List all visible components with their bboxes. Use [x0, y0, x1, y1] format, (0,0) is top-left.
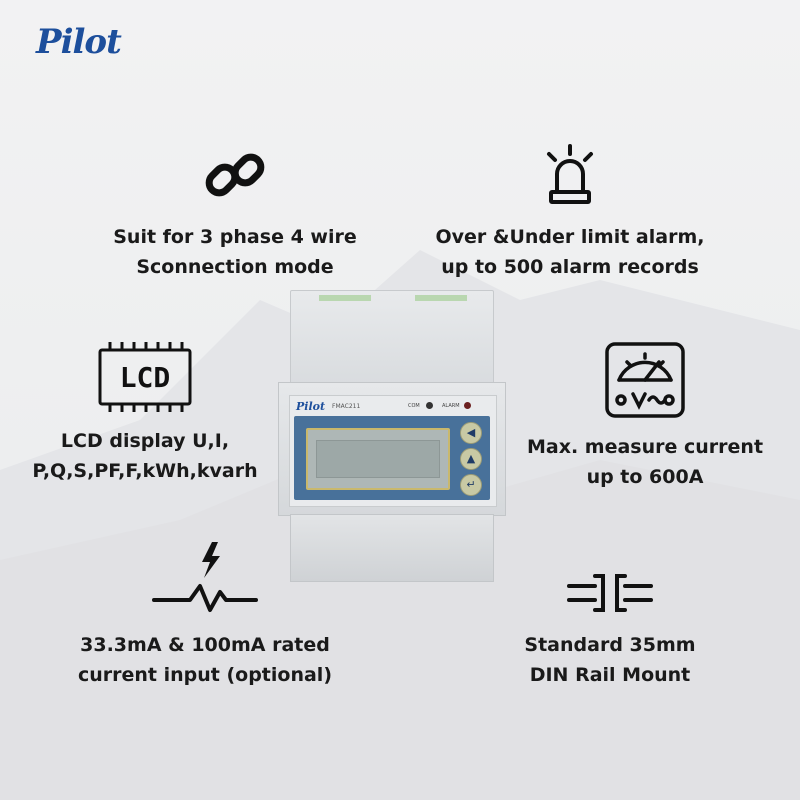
device-terminal-strip [319, 295, 371, 301]
up-arrow-icon: ▲ [460, 448, 482, 470]
device-middle-housing: Pilot FMAC211 COM ALARM ◀ ▲ ↵ [278, 382, 506, 516]
energy-meter-device: Pilot FMAC211 COM ALARM ◀ ▲ ↵ [278, 290, 506, 582]
left-arrow-icon: ◀ [460, 422, 482, 444]
feature-din: Standard 35mm DIN Rail Mount [490, 568, 730, 690]
alarm-led-icon [464, 402, 471, 409]
lcd-glass [316, 440, 440, 478]
lcd-chip-icon: LCD [98, 342, 192, 412]
pulse-spark-icon [152, 542, 258, 612]
device-alarm-label: ALARM [442, 403, 460, 409]
device-front-panel: Pilot FMAC211 COM ALARM ◀ ▲ ↵ [289, 395, 497, 507]
lcd-chip-label: LCD [120, 361, 171, 394]
device-faceplate: ◀ ▲ ↵ [294, 416, 490, 500]
enter-icon: ↵ [460, 474, 482, 496]
feature-wiring-line-2: Sconnection mode [136, 256, 334, 278]
device-lcd-screen [306, 428, 450, 490]
feature-wiring-line-1: Suit for 3 phase 4 wire [113, 226, 357, 248]
din-rail-icon [567, 574, 653, 612]
feature-din-line-2: DIN Rail Mount [529, 664, 691, 686]
device-bottom-housing [290, 514, 494, 582]
device-top-housing [290, 290, 494, 384]
device-terminal-strip [415, 295, 467, 301]
feature-din-line-1: Standard 35mm [524, 634, 696, 656]
meter-gauge-icon [605, 342, 685, 418]
device-model: FMAC211 [332, 403, 361, 410]
feature-lcd: LCD LCD display U,I, P,Q,S,PF,F,kWh,kvar… [20, 340, 270, 486]
chain-link-icon [205, 153, 265, 197]
feature-current: Max. measure current up to 600A [510, 340, 780, 492]
feature-current-line-2: up to 600A [586, 466, 704, 488]
feature-input-line-1: 33.3mA & 100mA rated [80, 634, 330, 656]
feature-current-line-1: Max. measure current [526, 436, 764, 458]
feature-alarm: Over &Under limit alarm, up to 500 alarm… [420, 140, 720, 282]
feature-input: 33.3mA & 100mA rated current input (opti… [60, 538, 350, 690]
feature-input-line-2: current input (optional) [77, 664, 333, 686]
com-led-icon [426, 402, 433, 409]
feature-alarm-line-2: up to 500 alarm records [441, 256, 699, 278]
feature-alarm-line-1: Over &Under limit alarm, [435, 226, 705, 248]
device-logo: Pilot [296, 400, 326, 413]
alarm-beacon-icon [547, 144, 593, 204]
feature-wiring: Suit for 3 phase 4 wire Sconnection mode [100, 140, 370, 282]
device-com-label: COM [408, 403, 420, 409]
brand-logo: Pilot [36, 22, 122, 62]
feature-lcd-line-2: P,Q,S,PF,F,kWh,kvarh [32, 460, 258, 482]
feature-lcd-line-1: LCD display U,I, [60, 430, 230, 452]
